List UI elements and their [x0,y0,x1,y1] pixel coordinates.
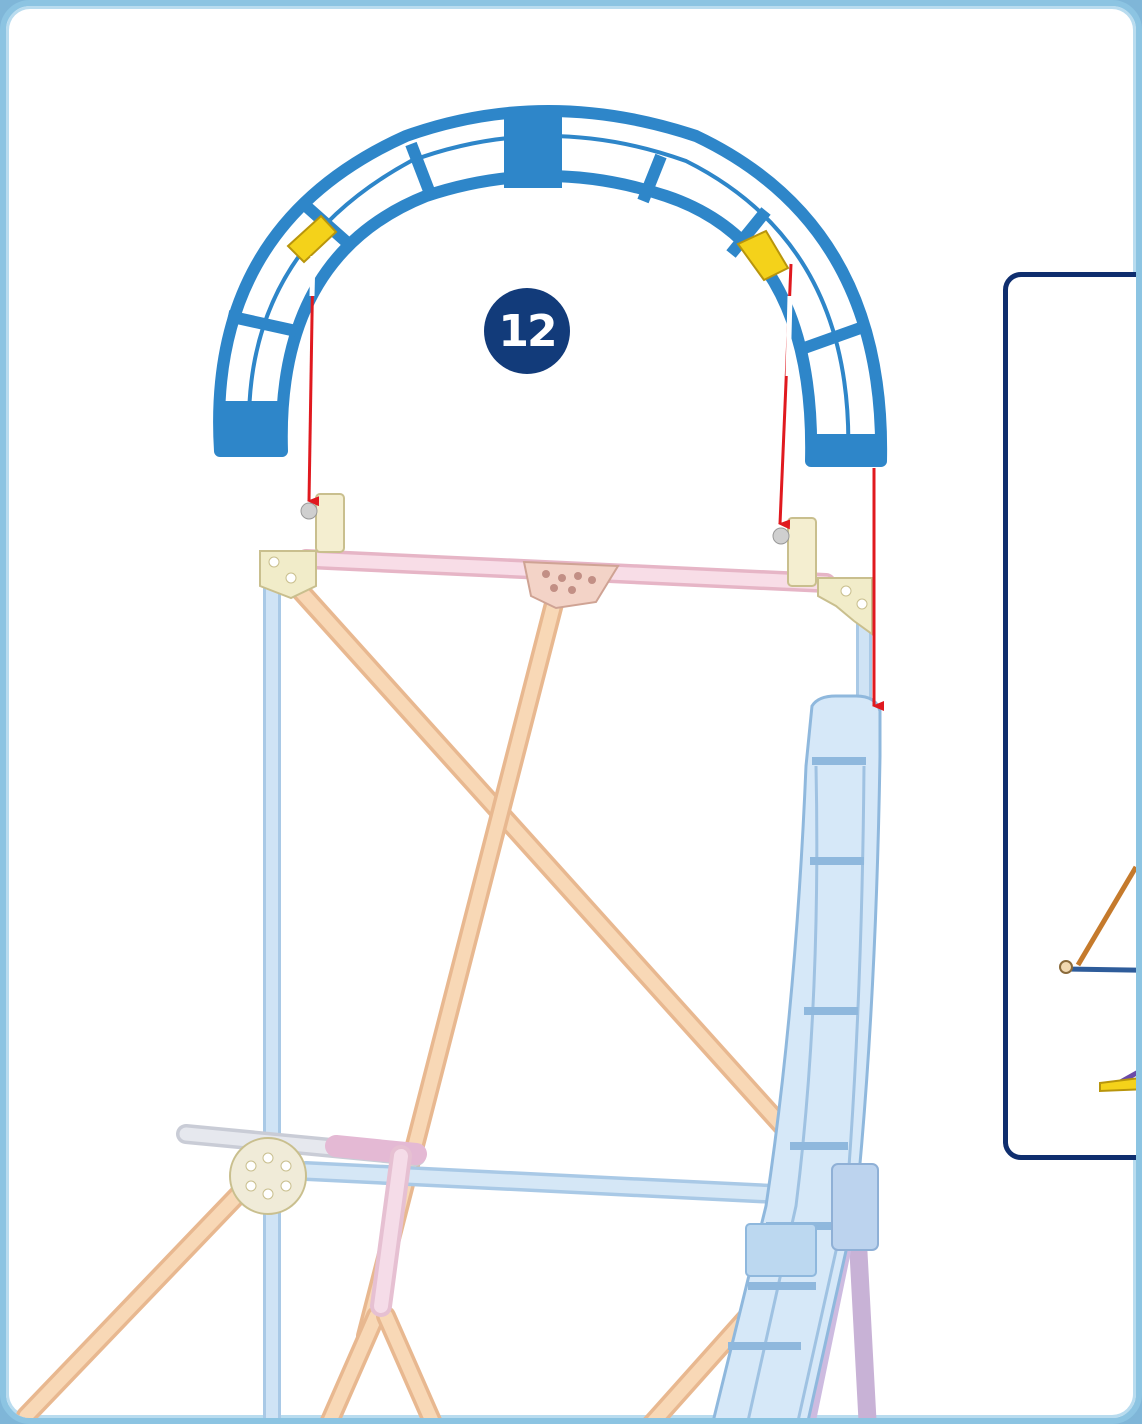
receiving-clips [300,493,817,587]
arch-clip-left [286,214,338,264]
diagonal-rods [16,576,856,1418]
arrow-left [307,255,320,507]
top-right-connector [817,577,873,636]
guide-arrows [307,255,884,711]
arch-part [213,105,888,467]
step-number-badge: 12 [484,288,570,374]
connectors [229,550,879,1251]
lower-right-connector [831,1163,879,1251]
top-middle-connector [522,560,620,610]
inset-diagram [1059,865,1136,1093]
detail-inset-panel [1003,272,1136,1160]
assembly-diagram [16,105,888,1418]
arch-clip-right [736,229,790,282]
lower-structure [16,549,877,1418]
middle-left-connector [229,1137,307,1215]
